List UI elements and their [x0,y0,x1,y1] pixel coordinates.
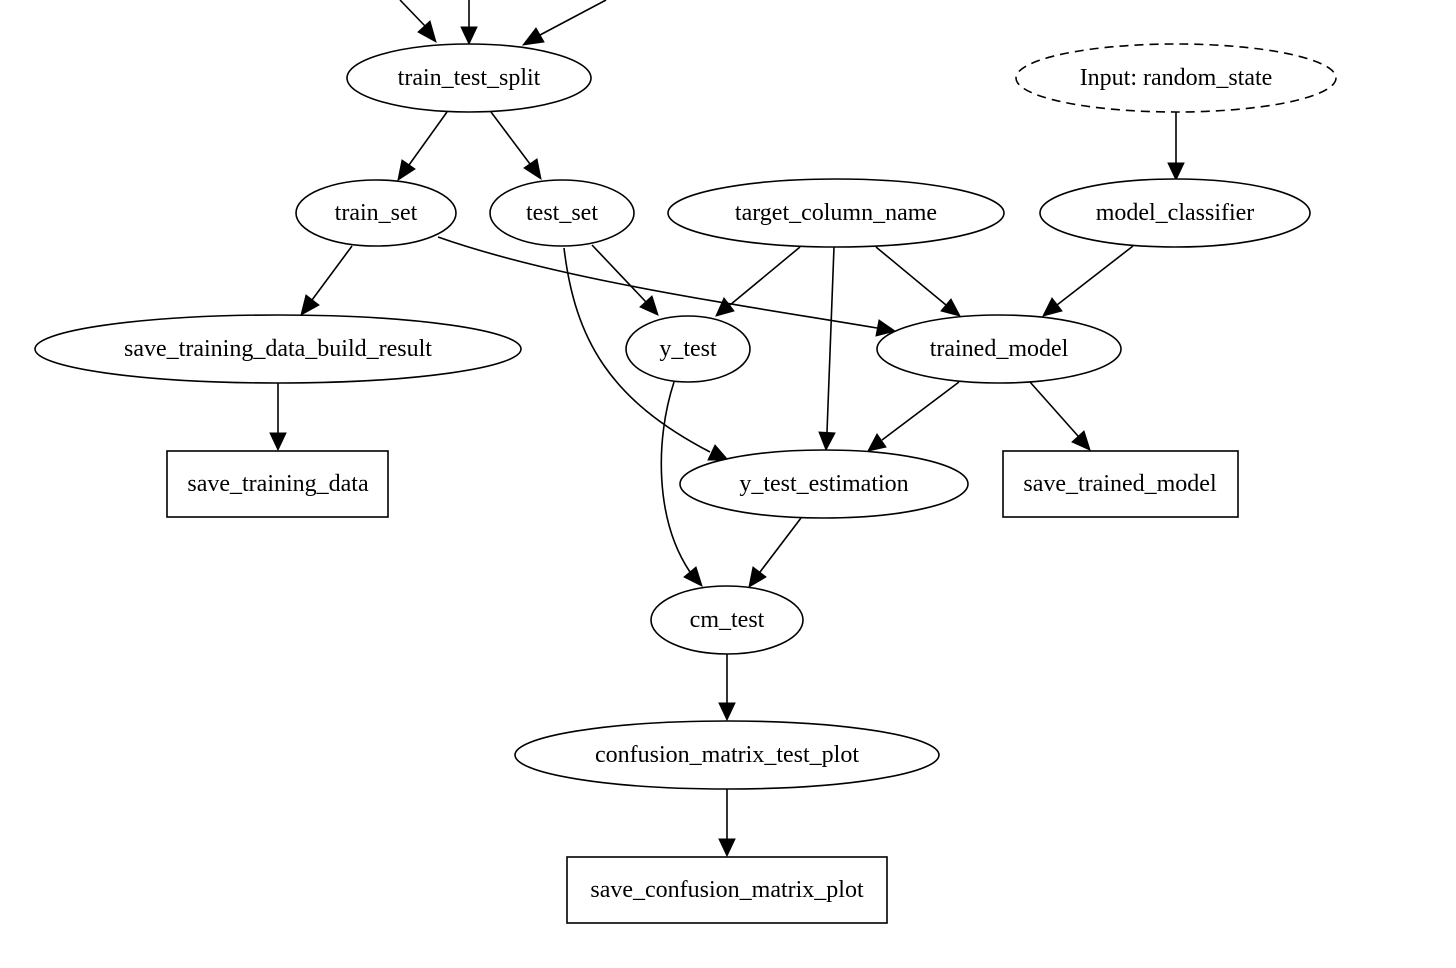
node-label: save_confusion_matrix_plot [590,877,864,903]
nodes: train_test_split Input: random_state tra… [34,43,1337,924]
edge-offscreen-left-to-train-test-split [399,0,437,44]
node-label: y_test [659,336,717,362]
node-label: save_training_data [187,471,369,497]
node-label: train_set [335,200,418,226]
node-save-confusion-matrix-plot[interactable]: save_confusion_matrix_plot [566,856,888,924]
node-save-trained-model[interactable]: save_trained_model [1002,450,1239,518]
edge-target-column-name-to-trained-model [875,246,961,317]
node-label: confusion_matrix_test_plot [595,742,859,768]
node-label: trained_model [930,336,1069,362]
edge-model-classifier-to-trained-model [1042,245,1134,317]
edge-target-column-name-to-y-test-estimation [818,246,836,452]
node-label: target_column_name [735,200,937,226]
node-y-test[interactable]: y_test [625,315,751,383]
node-model-classifier[interactable]: model_classifier [1039,178,1311,248]
edge-train-set-to-trained-model [437,236,897,337]
edge-train-test-split-to-test-set [490,111,542,181]
edge-y-test-estimation-to-cm-test [748,517,802,588]
node-label: save_training_data_build_result [124,336,432,362]
node-cm-test[interactable]: cm_test [650,585,804,655]
node-test-set[interactable]: test_set [489,179,635,247]
edge-test-set-to-y-test [591,244,659,316]
edge-input-random-state-to-model-classifier [1167,112,1185,182]
node-label: save_trained_model [1023,471,1217,497]
edge-y-test-to-cm-test [660,381,703,587]
node-label: train_test_split [398,65,541,91]
node-label: model_classifier [1096,200,1255,226]
edge-train-set-to-save-training-data-build-result [300,245,353,316]
node-confusion-matrix-test-plot[interactable]: confusion_matrix_test_plot [514,720,940,790]
node-train-set[interactable]: train_set [295,179,457,247]
node-save-training-data-build-result[interactable]: save_training_data_build_result [34,314,522,384]
edges [269,0,1185,858]
edge-train-test-split-to-train-set [397,111,448,182]
node-train-test-split[interactable]: train_test_split [346,43,592,113]
node-y-test-estimation[interactable]: y_test_estimation [679,449,969,519]
edge-offscreen-center-to-train-test-split [460,0,478,46]
node-label: Input: random_state [1080,65,1273,91]
node-trained-model[interactable]: trained_model [876,314,1122,384]
node-label: y_test_estimation [739,471,908,497]
edge-save-training-data-build-result-to-save-training-data [269,383,287,452]
node-label: cm_test [690,607,765,633]
edge-cm-test-to-confusion-matrix-test-plot [718,654,736,722]
edge-test-set-to-y-test-estimation [563,247,730,461]
edge-target-column-name-to-y-test [715,246,801,317]
node-save-training-data[interactable]: save_training_data [166,450,389,518]
edge-trained-model-to-save-trained-model [1029,381,1091,451]
edge-trained-model-to-y-test-estimation [867,381,960,452]
edge-offscreen-right-to-train-test-split [521,0,607,46]
edge-confusion-matrix-test-plot-to-save-confusion-matrix-plot [718,789,736,858]
node-target-column-name[interactable]: target_column_name [667,178,1005,248]
node-input-random-state[interactable]: Input: random_state [1015,43,1337,113]
node-label: test_set [526,200,598,226]
